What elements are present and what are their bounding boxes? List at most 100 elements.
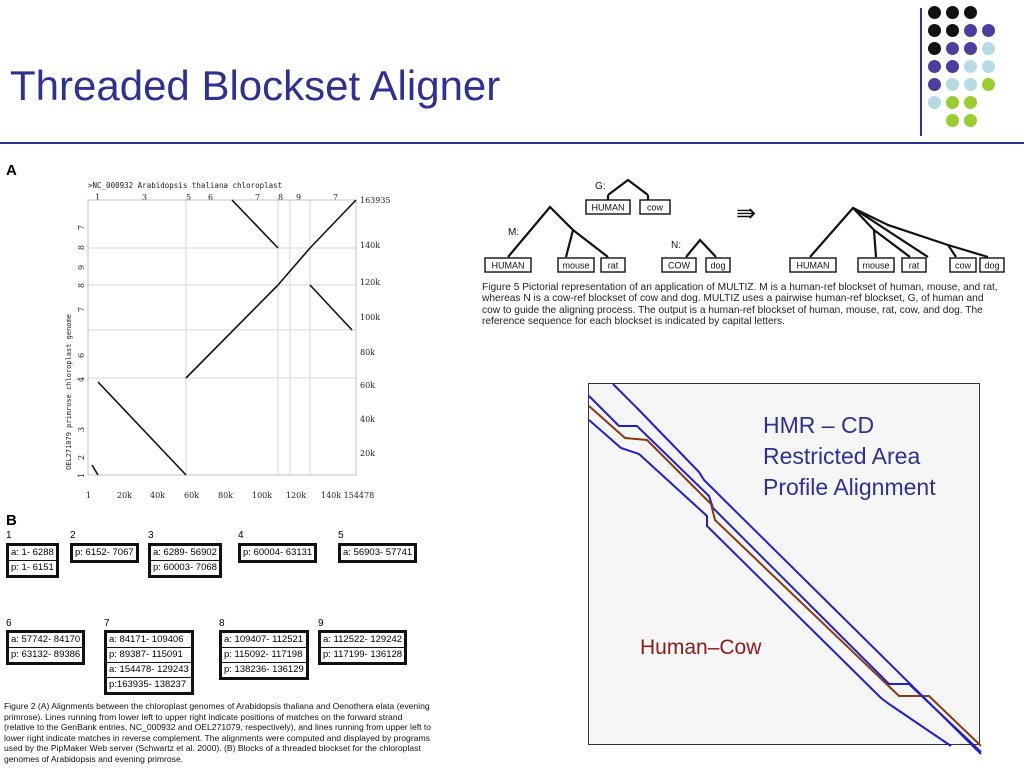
right-tick: 120k — [360, 278, 380, 287]
decorative-dot — [928, 60, 941, 73]
x-tick: 60k — [184, 491, 199, 500]
block-cell: a: 84171- 109406 — [107, 633, 191, 648]
left-number: 9 — [77, 265, 86, 270]
left-number: 8 — [77, 283, 86, 288]
block-cell: p: 63132- 89386 — [11, 649, 81, 660]
decorative-dot — [928, 24, 941, 37]
decorative-dot — [946, 60, 959, 73]
tree-box — [484, 257, 532, 273]
right-tick: 140k — [360, 241, 380, 250]
title-divider — [0, 142, 1024, 144]
hmr-line-1: HMR – CD — [763, 412, 875, 438]
tree-box-label: COW — [668, 261, 691, 271]
m-label: M: — [508, 227, 519, 238]
block-number: 5 — [338, 530, 344, 541]
hmr-line-2: Restricted Area — [763, 443, 921, 469]
block-cell: a: 154478- 129243 — [107, 663, 191, 678]
tree-box-label: HUMAN — [592, 203, 625, 213]
tree-box-label: rat — [909, 261, 920, 271]
tree-box — [639, 199, 671, 215]
tree-box-label: cow — [955, 261, 972, 271]
block-cell: p:163935- 138237 — [109, 679, 187, 690]
blockset-block: a: 56903- 57741 — [338, 543, 418, 563]
right-tick: 163935 — [360, 196, 391, 205]
block-cell: a: 1- 6288 — [9, 546, 56, 561]
upper-blue-boundary — [588, 395, 982, 753]
decorative-dot — [946, 78, 959, 91]
decorative-dot — [928, 42, 941, 55]
decorative-dot — [964, 42, 977, 55]
tree-box-label: mouse — [862, 261, 889, 271]
left-number: 3 — [77, 427, 86, 432]
dot-plot: >NC_000932 Arabidopsis thaliana chloropl… — [65, 181, 391, 500]
decorative-dot — [946, 24, 959, 37]
decorative-dot — [928, 78, 941, 91]
left-number: 6 — [77, 353, 86, 358]
block-number: 3 — [148, 530, 154, 541]
x-tick: 120k — [286, 491, 306, 500]
tree-box-label: HUMAN — [492, 261, 525, 271]
block-number: 2 — [70, 530, 76, 541]
block-cell: a: 109407- 112521 — [222, 633, 306, 648]
left-number: 8 — [77, 245, 86, 250]
decorative-dot-grid — [928, 6, 1024, 138]
x-tick: 20k — [117, 491, 132, 500]
decorative-dot — [982, 42, 995, 55]
block-cell: p: 89387- 115091 — [107, 648, 191, 663]
decorative-dot — [982, 78, 995, 91]
plot-frame — [87, 199, 357, 476]
top-number: 9 — [296, 193, 301, 202]
decorative-dot — [946, 6, 959, 19]
x-tick: 100k — [252, 491, 272, 500]
block-cell: a: 57742- 84170 — [9, 633, 83, 648]
right-tick: 40k — [360, 415, 375, 424]
block-cell: a: 112522- 129242 — [321, 633, 405, 648]
hmr-line-3: Profile Alignment — [763, 474, 936, 500]
right-tick: 20k — [360, 449, 375, 458]
plot-gridlines — [88, 200, 356, 475]
top-number: 5 — [186, 193, 191, 202]
block-cell: p: 117199- 136128 — [323, 649, 403, 660]
tree-box — [585, 199, 631, 215]
decorative-dot — [946, 96, 959, 109]
decorative-dot — [982, 24, 995, 37]
block-cell: p: 60004- 63131 — [243, 547, 313, 558]
decorative-dot — [964, 6, 977, 19]
x-axis-title: >NC_000932 Arabidopsis thaliana chloropl… — [88, 181, 282, 190]
slide-title: Threaded Blockset Aligner — [10, 62, 501, 109]
g-label: G: — [595, 181, 606, 192]
tree-box-label: mouse — [562, 261, 589, 271]
tree-box — [661, 257, 697, 273]
tree-box-label: dog — [710, 261, 725, 271]
vertical-rule — [920, 8, 922, 136]
blockset-block: p: 6152- 7067 — [70, 543, 139, 563]
alignment-bands — [588, 383, 982, 755]
decorative-dot — [982, 60, 995, 73]
block-cell: p: 6152- 7067 — [75, 547, 134, 558]
tree-box — [949, 257, 977, 273]
figure-2-caption: Figure 2 (A) Alignments between the chlo… — [4, 701, 432, 764]
block-cell: p: 138236- 136129 — [224, 664, 304, 675]
tree-box-label: dog — [984, 261, 999, 271]
tree-box — [705, 257, 731, 273]
block-number: 9 — [318, 618, 324, 629]
decorative-dot — [946, 114, 959, 127]
left-number: 7 — [77, 225, 86, 230]
tree-box-label: cow — [647, 203, 664, 213]
tree-edges — [507, 178, 989, 259]
decorative-dot — [928, 96, 941, 109]
top-number: 6 — [208, 193, 213, 202]
top-number: 3 — [142, 193, 147, 202]
left-number: 4 — [77, 377, 86, 382]
right-tick: 60k — [360, 381, 375, 390]
x-tick: 1 — [86, 491, 91, 500]
block-number: 4 — [238, 530, 244, 541]
